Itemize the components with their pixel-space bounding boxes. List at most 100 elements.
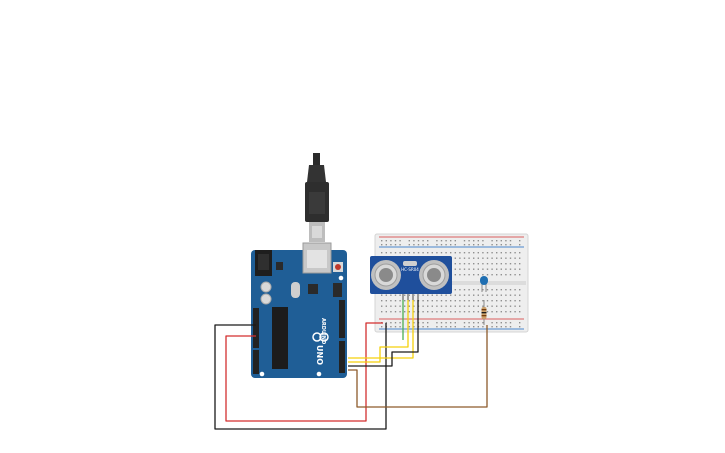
breadboard-hole <box>404 252 406 254</box>
breadboard-hole <box>491 300 493 302</box>
resistor-band-1 <box>481 309 487 311</box>
breadboard-hole <box>422 326 424 328</box>
breadboard-hole <box>500 268 502 270</box>
led-wire[interactable] <box>348 325 488 408</box>
breadboard-hole <box>440 240 443 242</box>
breadboard-hole <box>486 252 489 254</box>
breadboard-hole <box>463 294 466 296</box>
breadboard-hole <box>385 322 387 324</box>
breadboard-hole <box>505 244 507 246</box>
resistor[interactable] <box>481 300 487 325</box>
breadboard-hole <box>399 240 401 242</box>
arduino-mount-hole-1 <box>259 371 265 377</box>
breadboard-hole <box>509 326 512 328</box>
breadboard-hole <box>509 244 512 246</box>
breadboard-hole <box>505 257 507 259</box>
breadboard-hole <box>454 240 456 242</box>
arduino-reset-button-cap <box>335 264 341 270</box>
arduino-usb-chip <box>308 284 318 294</box>
breadboard-hole <box>468 268 470 270</box>
gnd-wire[interactable] <box>214 323 387 430</box>
sensor-pins[interactable] <box>402 294 419 300</box>
breadboard-hole <box>473 240 475 242</box>
breadboard-hole <box>468 305 470 307</box>
breadboard-hole <box>468 263 470 265</box>
breadboard-hole <box>473 263 475 265</box>
breadboard-hole <box>394 311 397 313</box>
trig-wire[interactable] <box>348 300 414 359</box>
breadboard-hole <box>417 244 420 246</box>
breadboard-hole <box>427 252 429 254</box>
breadboard-hole <box>496 294 498 296</box>
arduino-uno[interactable]: ARDUINO UNO <box>251 242 347 378</box>
breadboard-hole <box>505 263 507 265</box>
breadboard-hole <box>514 252 516 254</box>
sensor-crystal <box>403 261 417 266</box>
arduino-digital-header-1[interactable] <box>339 300 345 338</box>
breadboard-hole <box>482 268 484 270</box>
arduino-uno-text: UNO <box>315 345 324 365</box>
sensor-gnd-wire[interactable] <box>348 300 419 367</box>
breadboard-hole <box>404 311 406 313</box>
breadboard-hole <box>519 311 521 313</box>
breadboard-hole <box>381 311 383 313</box>
breadboard-hole <box>468 300 470 302</box>
power-wire[interactable] <box>225 322 383 422</box>
breadboard-hole <box>496 311 498 313</box>
breadboard-hole <box>440 252 443 254</box>
arduino-analog-header[interactable] <box>253 350 259 374</box>
arduino-capacitor-1 <box>260 281 272 293</box>
breadboard-hole <box>500 274 502 276</box>
arduino-digital-header-2[interactable] <box>339 341 345 373</box>
breadboard-hole <box>399 311 401 313</box>
breadboard-hole <box>482 274 484 276</box>
breadboard-hole <box>500 257 502 259</box>
breadboard-hole <box>509 263 512 265</box>
ultrasonic-sensor[interactable]: HC-SR04 <box>370 256 452 300</box>
breadboard-hole <box>413 244 415 246</box>
breadboard-hole <box>477 322 479 324</box>
breadboard-hole <box>454 268 456 270</box>
breadboard-hole <box>473 311 475 313</box>
breadboard-hole <box>459 294 461 296</box>
breadboard-hole <box>459 257 461 259</box>
breadboard-hole <box>505 311 507 313</box>
breadboard-hole <box>450 252 452 254</box>
breadboard-hole <box>496 274 498 276</box>
breadboard-hole <box>381 294 383 296</box>
breadboard-hole <box>468 322 470 324</box>
breadboard-hole <box>500 263 502 265</box>
breadboard-hole <box>519 322 521 324</box>
breadboard-hole <box>519 305 521 307</box>
breadboard-hole <box>477 289 479 291</box>
arduino-power-header[interactable] <box>253 308 259 348</box>
breadboard-hole <box>422 244 424 246</box>
breadboard-hole <box>468 252 470 254</box>
breadboard-hole <box>509 240 512 242</box>
breadboard-hole <box>390 311 392 313</box>
breadboard-hole <box>408 311 410 313</box>
sensor-receiver-mesh <box>427 268 441 282</box>
breadboard-hole <box>477 257 479 259</box>
breadboard-hole <box>408 305 410 307</box>
resistor-band-3 <box>481 315 487 317</box>
breadboard-hole <box>440 311 443 313</box>
trig-wire-2[interactable] <box>348 300 409 363</box>
breadboard-hole <box>422 252 424 254</box>
breadboard-hole <box>394 300 397 302</box>
breadboard-hole <box>408 326 410 328</box>
breadboard-hole <box>496 305 498 307</box>
breadboard-hole <box>496 322 498 324</box>
breadboard-hole <box>422 305 424 307</box>
breadboard-hole <box>390 294 392 296</box>
breadboard-hole <box>473 300 475 302</box>
breadboard-hole <box>519 252 521 254</box>
arduino-infinity-logo <box>312 332 329 342</box>
breadboard-hole <box>477 300 479 302</box>
breadboard-hole <box>473 326 475 328</box>
breadboard-hole <box>413 305 415 307</box>
breadboard-hole <box>450 326 452 328</box>
led[interactable] <box>480 276 488 292</box>
breadboard-hole <box>445 252 447 254</box>
usb-cable[interactable] <box>305 153 329 242</box>
